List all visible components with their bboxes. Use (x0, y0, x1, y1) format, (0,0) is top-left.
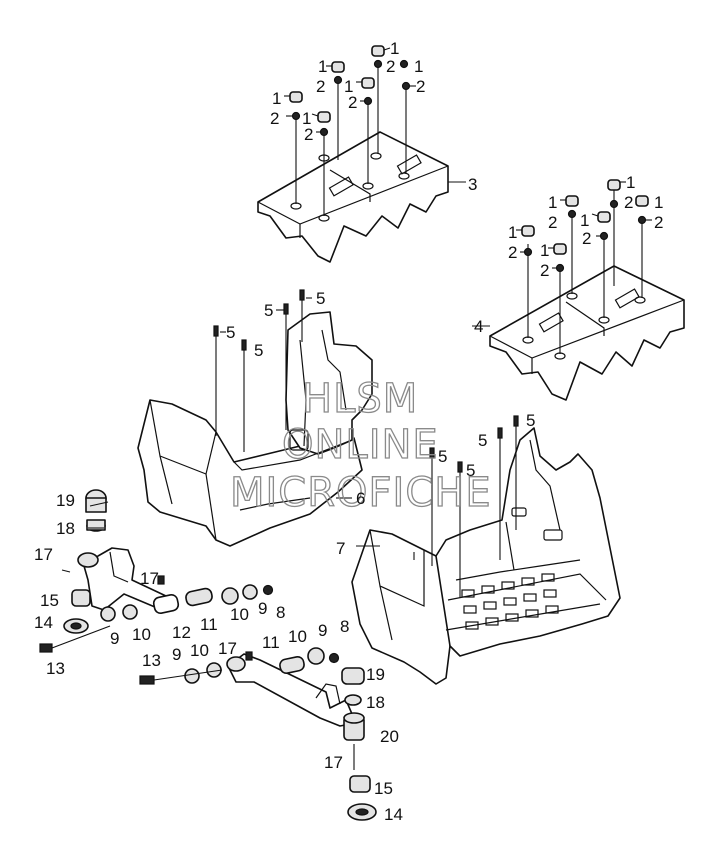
watermark-line-3: MICROFICHE (230, 470, 492, 516)
footwell-left-6 (137, 289, 373, 547)
footrest-arm-left (39, 489, 274, 653)
callout-label: 17 (140, 569, 159, 588)
callout-label: 2 (624, 193, 633, 212)
bolt-set-right (516, 179, 652, 273)
callout-label: 1 (414, 57, 423, 76)
callout-label: 2 (654, 213, 663, 232)
callout-label: 10 (230, 605, 249, 624)
footrest-arm-right (139, 647, 377, 821)
callout-label: 1 (390, 39, 399, 58)
callout-label: 5 (264, 301, 273, 320)
callout-label: 11 (262, 633, 280, 652)
callout-label: 13 (46, 659, 65, 678)
callout-label: 5 (226, 323, 235, 342)
callout-label: 2 (304, 125, 313, 144)
callout-label: 15 (40, 591, 59, 610)
callout-label: 19 (366, 665, 385, 684)
footwell-right-7 (351, 415, 621, 685)
callout-label: 11 (200, 615, 218, 634)
callout-label: 19 (56, 491, 75, 510)
watermark: HLSM ONLINE MICROFICHE (229, 375, 492, 516)
callout-label: 2 (270, 109, 279, 128)
callout-label: 18 (366, 693, 385, 712)
floor-tread-pattern (461, 573, 559, 630)
callout-label: 2 (540, 261, 549, 280)
callout-label: 17 (34, 545, 53, 564)
callout-label: 2 (582, 229, 591, 248)
callout-label: 14 (384, 805, 403, 824)
callout-label: 5 (478, 431, 487, 450)
callout-label: 20 (380, 727, 399, 746)
callout-label: 13 (142, 651, 161, 670)
callout-label: 5 (466, 461, 475, 480)
footrest-bracket-4 (472, 190, 685, 401)
callout-label: 10 (190, 641, 209, 660)
callout-label: 2 (348, 93, 357, 112)
callout-label: 5 (526, 411, 535, 430)
callout-label: 1 (580, 211, 589, 230)
callout-label: 5 (316, 289, 325, 308)
callout-label: 2 (316, 77, 325, 96)
callout-label: 14 (34, 613, 53, 632)
watermark-line-1: HLSM (302, 376, 418, 422)
callout-label: 5 (254, 341, 263, 360)
bolt-set-upper (284, 45, 416, 137)
callout-label: 3 (468, 175, 477, 194)
callout-label: 6 (356, 489, 365, 508)
callout-label: 1 (272, 89, 281, 108)
callout-label: 4 (474, 317, 483, 336)
callout-label: 17 (218, 639, 237, 658)
callout-label: 1 (318, 57, 327, 76)
callout-label: 1 (508, 223, 517, 242)
callout-label: 8 (340, 617, 349, 636)
callout-label: 15 (374, 779, 393, 798)
callout-label: 1 (344, 77, 353, 96)
callout-label: 12 (172, 623, 191, 642)
callout-label: 10 (288, 627, 307, 646)
callout-label: 9 (318, 621, 327, 640)
callout-label: 1 (654, 193, 663, 212)
callout-label: 10 (132, 625, 151, 644)
callout-label: 18 (56, 519, 75, 538)
callout-label: 1 (626, 173, 635, 192)
callout-labels: 1 1 2 1 2 1 2 1 2 2 1 2 3 1 1 2 2 1 2 1 … (34, 39, 663, 824)
watermark-line-2: ONLINE (282, 422, 439, 468)
callout-label: 9 (172, 645, 181, 664)
callout-label: 17 (324, 753, 343, 772)
callout-label: 2 (508, 243, 517, 262)
callout-label: 8 (276, 603, 285, 622)
callout-label: 2 (386, 57, 395, 76)
footrest-bracket-3 (257, 60, 466, 263)
callout-label: 1 (548, 193, 557, 212)
callout-label: 2 (416, 77, 425, 96)
callout-label: 7 (336, 539, 345, 558)
callout-label: 9 (110, 629, 119, 648)
callout-label: 5 (438, 447, 447, 466)
callout-label: 1 (302, 109, 311, 128)
callout-label: 2 (548, 213, 557, 232)
callout-label: 1 (540, 241, 549, 260)
callout-label: 9 (258, 599, 267, 618)
